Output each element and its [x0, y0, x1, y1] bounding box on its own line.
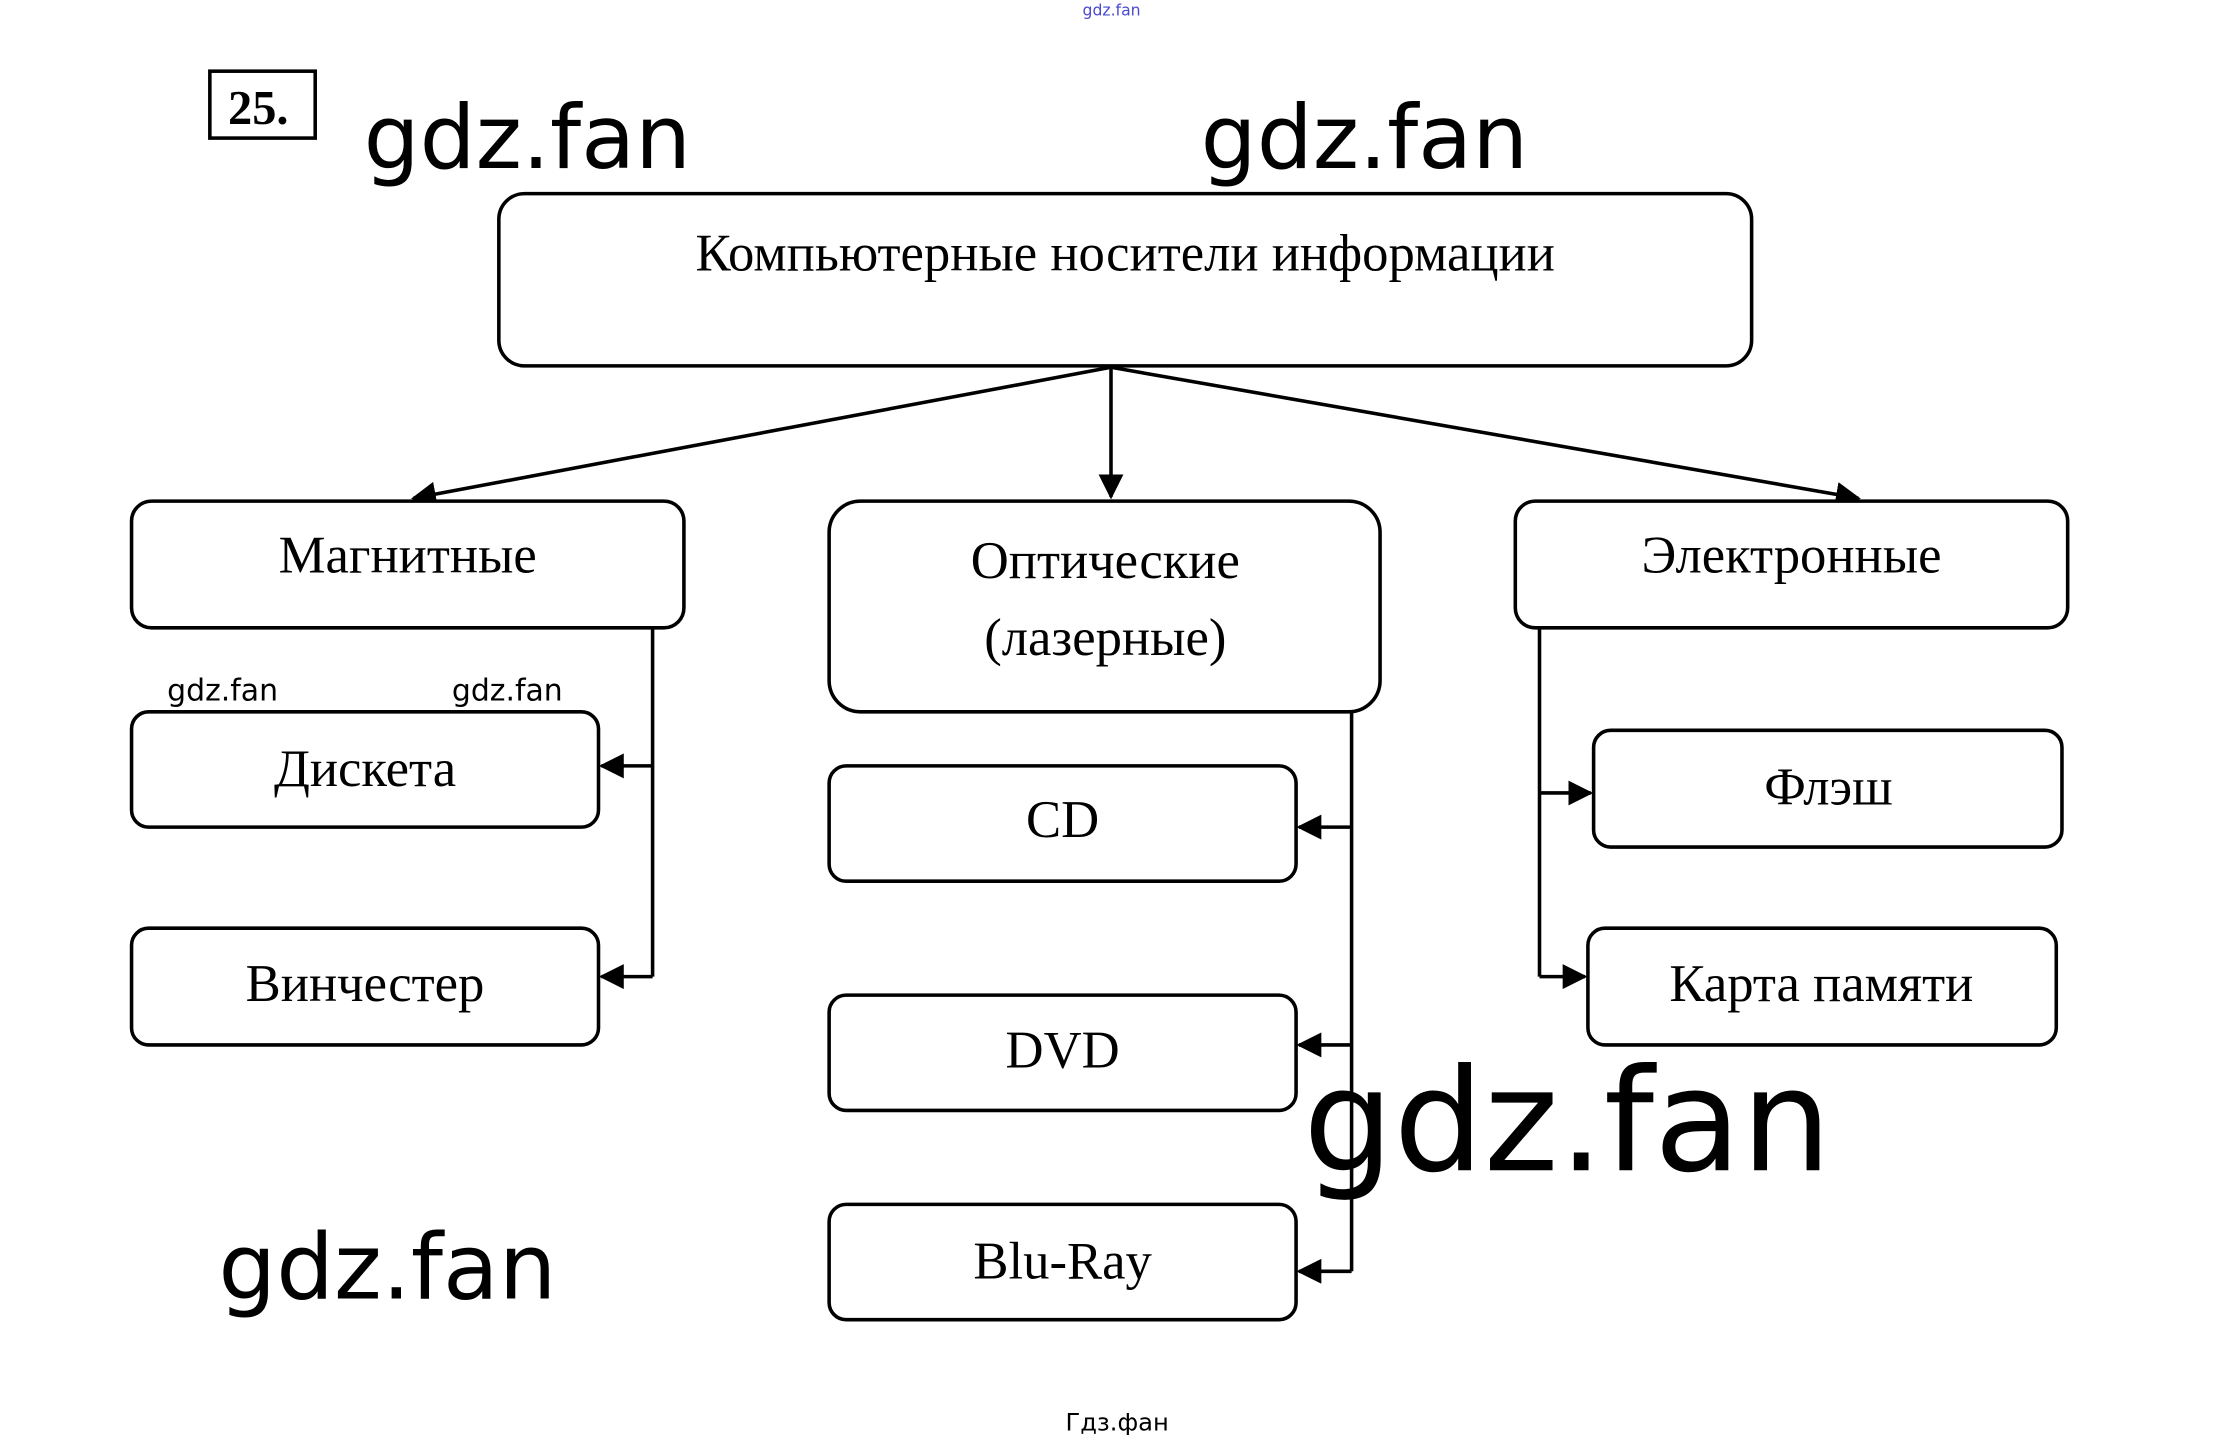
magnetic-label: Магнитные [279, 526, 537, 584]
arrow-to-electronic [1110, 365, 1861, 507]
arrow-to-magnetic [410, 365, 1112, 507]
memcard-label: Карта памяти [1669, 955, 1973, 1013]
optical-label-line2: (лазерные) [984, 609, 1226, 667]
optical-node [827, 499, 1382, 714]
task-number: 25. [228, 82, 289, 135]
cd-label: CD [1026, 791, 1099, 849]
magnetic-node [129, 499, 686, 630]
flash-label: Флэш [1764, 758, 1892, 816]
watermark: gdz.fan [1201, 86, 1529, 189]
optical-label-line1: Оптические [971, 532, 1240, 590]
memcard-node [1586, 926, 2059, 1047]
watermark: gdz.fan [364, 86, 692, 189]
root-label: Компьютерные носители информации [696, 224, 1555, 282]
watermark-large: gdz.fan [1303, 1038, 1831, 1204]
root-node [497, 191, 1754, 368]
watermark-small: gdz.fan [167, 673, 278, 708]
watermark-top: gdz.fan [1083, 1, 1141, 20]
flash-node [1591, 728, 2064, 849]
electronic-label: Электронные [1641, 526, 1941, 584]
watermark: gdz.fan [218, 1214, 556, 1320]
hdd-node [129, 926, 601, 1047]
diskette-node [129, 710, 601, 829]
cd-node [827, 764, 1298, 883]
watermark-footer: Гдз.фан [1065, 1409, 1168, 1435]
hdd-label: Винчестер [246, 955, 485, 1013]
electronic-node [1513, 499, 2070, 630]
dvd-node [827, 993, 1298, 1113]
bluray-label: Blu-Ray [973, 1232, 1152, 1290]
bluray-node [827, 1202, 1298, 1322]
diskette-label: Дискета [274, 740, 456, 798]
watermark-small: gdz.fan [452, 673, 563, 708]
task-number-box [208, 69, 317, 140]
dvd-label: DVD [1006, 1022, 1120, 1080]
